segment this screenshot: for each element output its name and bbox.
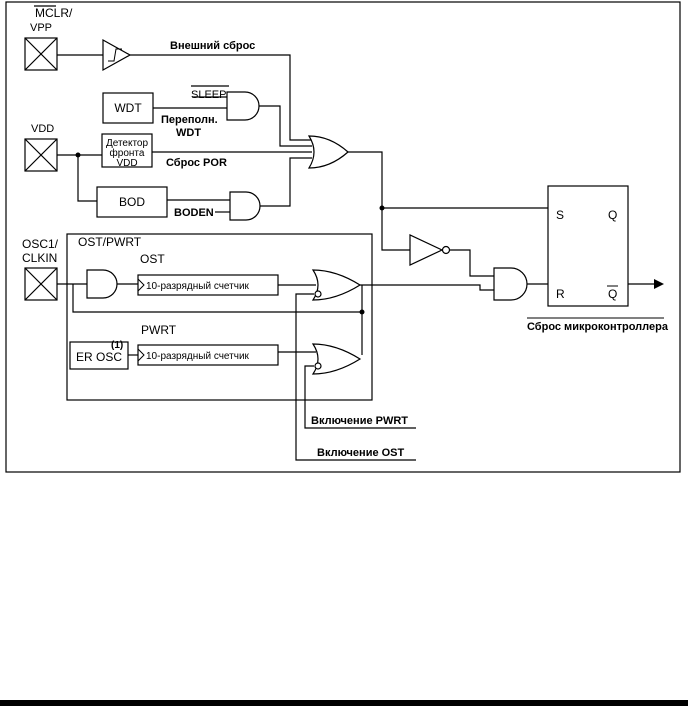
boden-label: BODEN [174, 207, 214, 219]
wdt-overflow-label-1: Переполн. [161, 114, 218, 126]
vdd-label: VDD [31, 123, 54, 135]
wdt-block [102, 92, 154, 124]
pwrt-counter [137, 344, 279, 366]
rs-s-label: S [556, 208, 564, 222]
sleep-label: SLEEP [191, 89, 226, 101]
enable-ost-label: Включение OST [317, 447, 405, 459]
detector-label-3: VDD [116, 158, 137, 169]
pwrt-or-bubble [314, 362, 322, 370]
wdt-overflow-label-2: WDT [176, 127, 201, 139]
por-reset-label: Сброс POR [166, 157, 227, 169]
rs-flipflop [547, 185, 629, 307]
reset-and-gate [493, 267, 528, 301]
mclr-label: MCLR/ [35, 6, 73, 20]
rs-qbar-label: Q [608, 287, 617, 301]
wdt-and-gate [226, 91, 260, 121]
wire-inverter-out [450, 249, 494, 277]
inverter [409, 234, 444, 266]
page-footer-rule [0, 700, 688, 706]
er-osc-label: ER OSC [76, 350, 122, 364]
wire-ost-or-out [360, 284, 494, 291]
reset-or-gate [307, 135, 349, 169]
output-arrow [654, 279, 664, 289]
wdt-block-label: WDT [114, 101, 142, 115]
diagram-frame [5, 1, 681, 473]
wire-external-reset [130, 54, 312, 141]
bod-block [96, 186, 168, 218]
wire-enable-ost [295, 293, 416, 461]
ost-or-gate [311, 269, 362, 301]
ost-pwrt-group-label: OST/PWRT [78, 235, 142, 249]
detector-label-1: Детектор [106, 138, 149, 149]
ost-clock-mark [137, 278, 145, 292]
er-osc-note: (1) [111, 340, 123, 351]
schmitt-buffer [102, 38, 132, 72]
osc-and-gate [86, 269, 118, 299]
osc1-pin [24, 267, 58, 301]
rs-q-label: Q [608, 208, 617, 222]
vdd-edge-detector [101, 133, 153, 168]
mcu-reset-label: Сброс микроконтроллера [527, 321, 669, 333]
external-reset-label: Внешний сброс [170, 40, 255, 52]
wire-bod-reset [260, 157, 312, 207]
ost-counter-label: 10-разрядный счетчик [146, 281, 250, 292]
wire-inverter-in [381, 208, 410, 251]
vpp-label: VPP [30, 22, 52, 34]
detector-label-2: фронта [110, 147, 145, 159]
wire-reset-set [348, 151, 548, 209]
osc1-label: OSC1/ [22, 237, 59, 251]
bod-block-label: BOD [119, 195, 145, 209]
enable-pwrt-label: Включение PWRT [311, 415, 408, 427]
pwrt-label: PWRT [141, 323, 177, 337]
pwrt-counter-label: 10-разрядный счетчик [146, 351, 250, 362]
mclr-pin [24, 37, 58, 71]
pwrt-or-gate [311, 343, 362, 375]
ost-pwrt-group-box [66, 233, 373, 401]
rs-r-label: R [556, 287, 565, 301]
vdd-pin [24, 138, 58, 172]
ost-or-bubble [314, 290, 322, 298]
clkin-label: CLKIN [22, 251, 57, 265]
ost-label: OST [140, 252, 165, 266]
bod-and-gate [229, 191, 261, 221]
ost-junction [359, 309, 365, 315]
wire-vdd-bod [77, 155, 97, 202]
wire-osc-feedback [72, 284, 362, 313]
pwrt-clock-mark [137, 348, 145, 362]
inverter-bubble [441, 245, 451, 255]
wire-wdt-reset [259, 105, 312, 147]
wire-enable-pwrt [304, 365, 416, 429]
